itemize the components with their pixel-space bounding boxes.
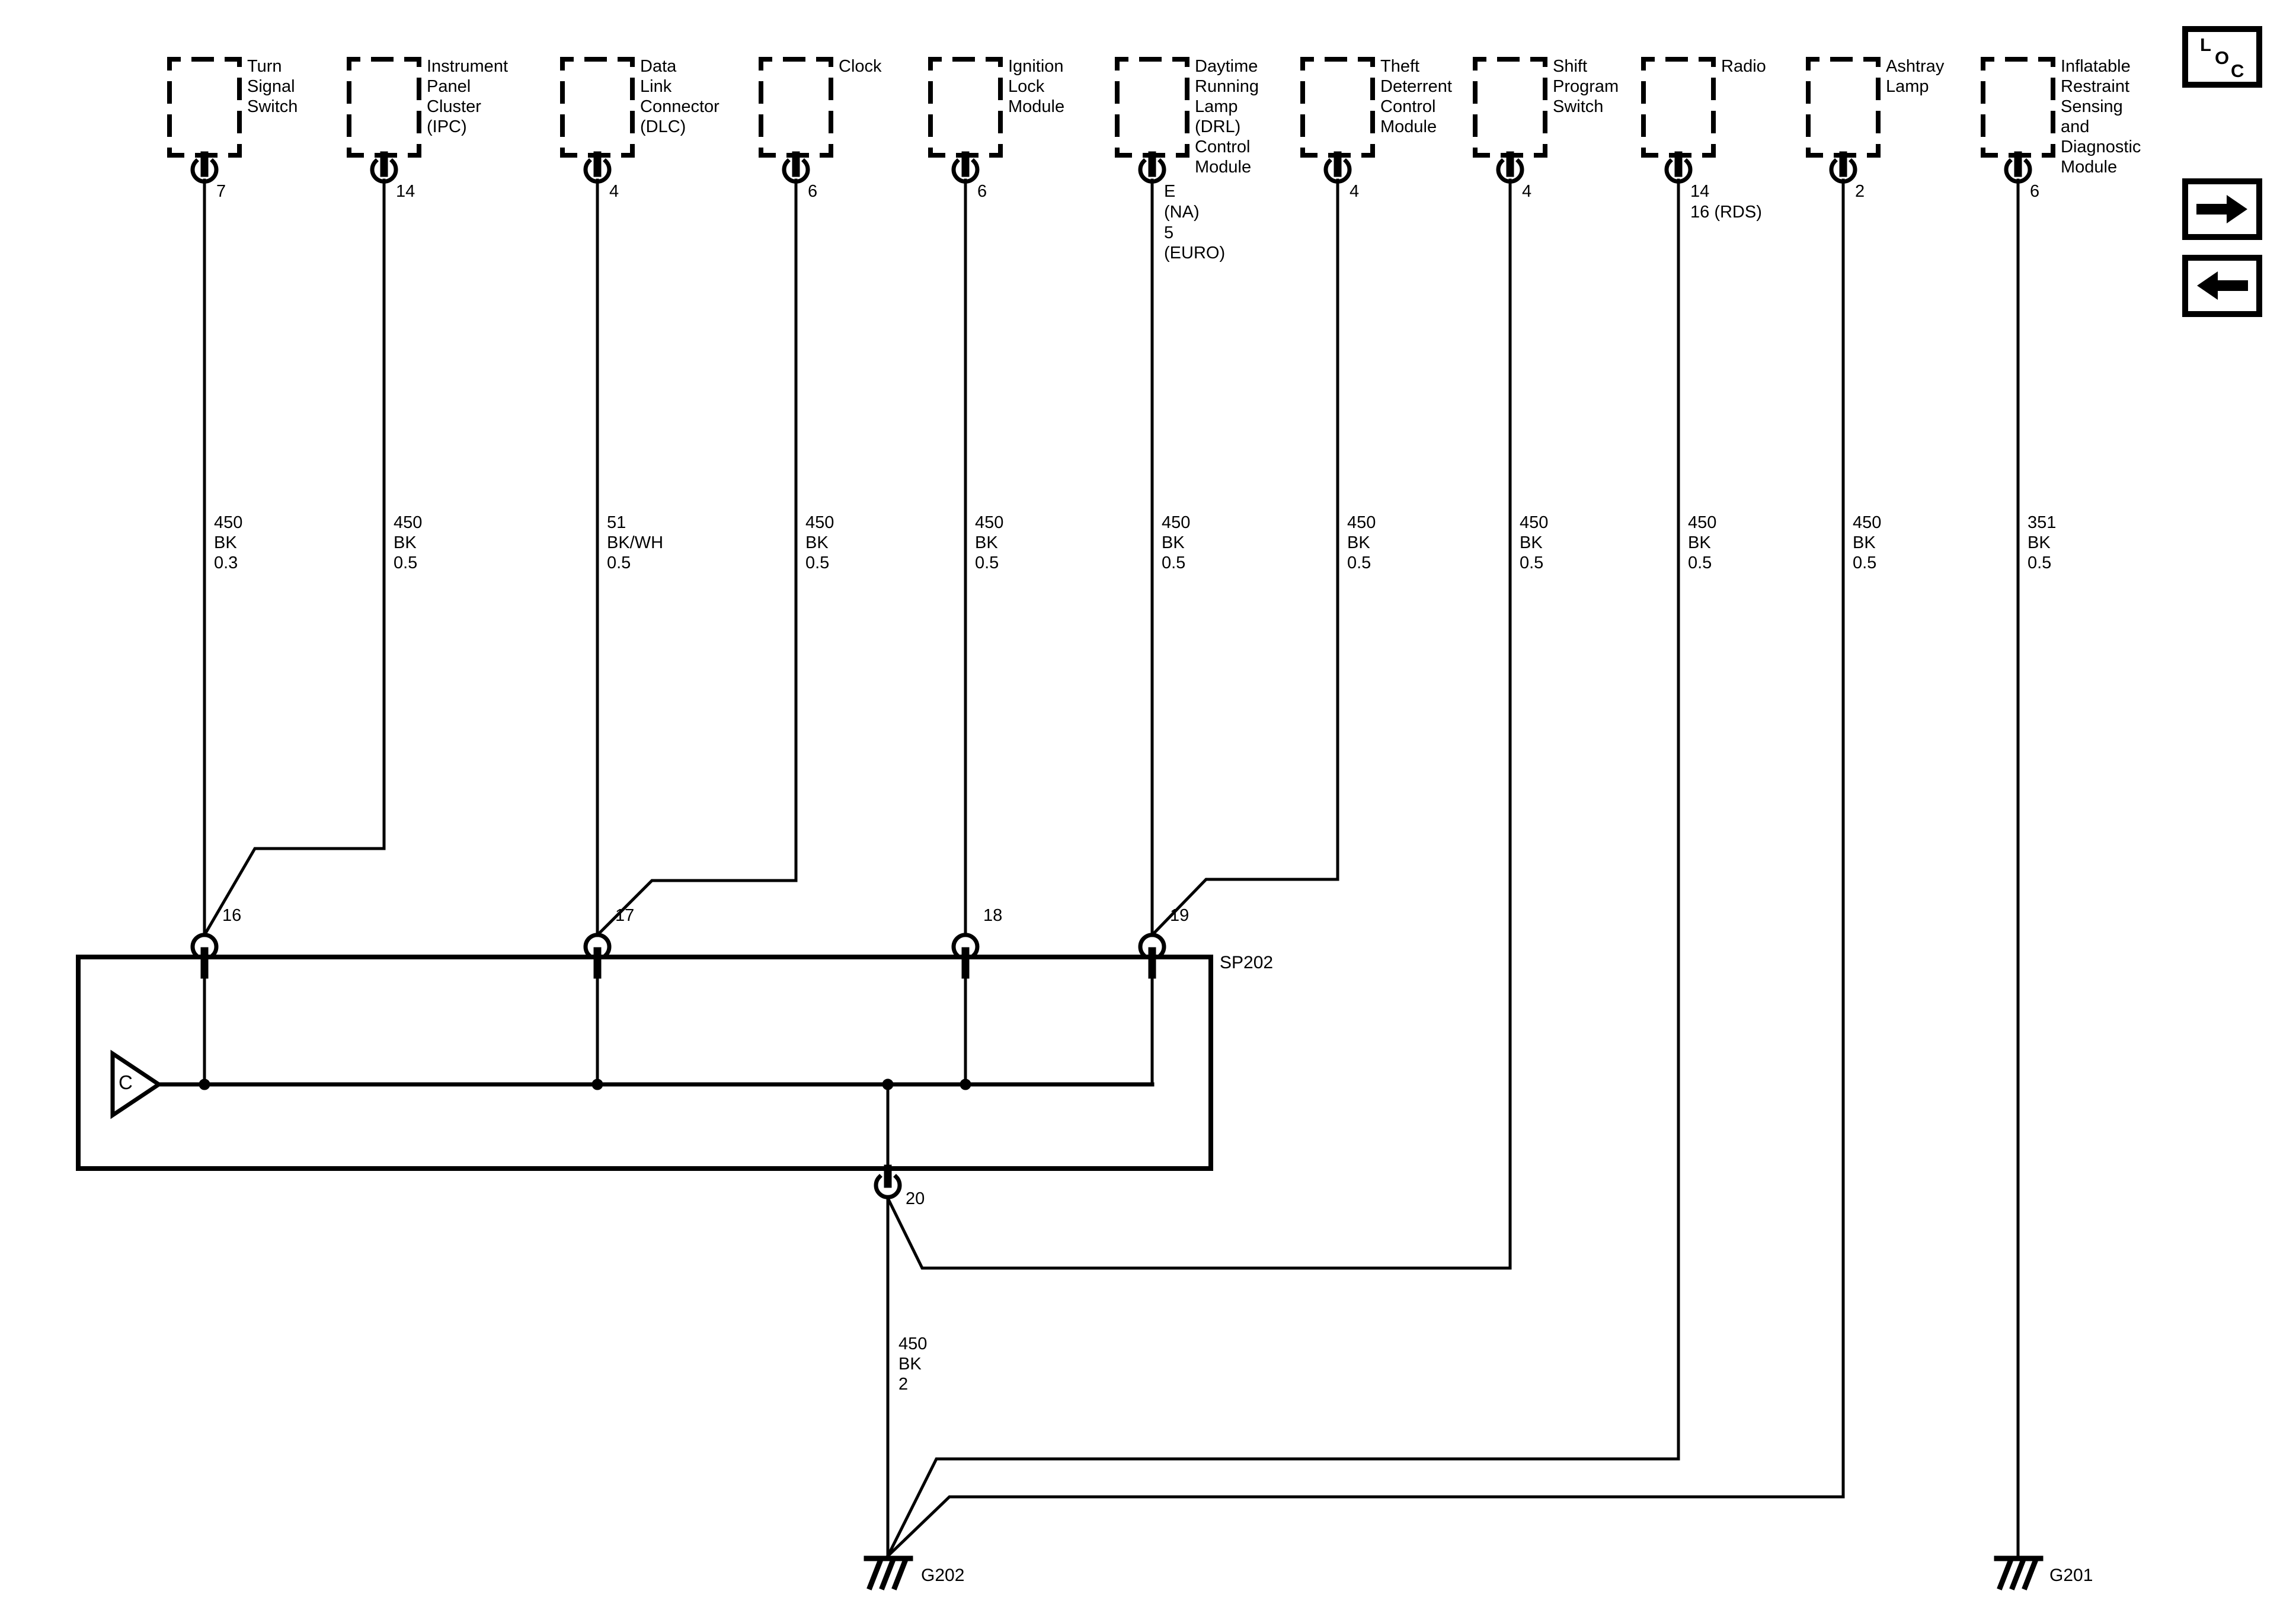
component-box-instrument-panel-cluster: [347, 57, 421, 184]
nav-forward-button[interactable]: [2182, 178, 2262, 240]
component-box-inflatable-restraint-module: [1981, 57, 2055, 184]
component-box-shift-program-switch: [1473, 57, 1547, 184]
component-label: Instrument Panel Cluster (IPC): [427, 57, 508, 136]
pin-label: 4: [609, 182, 619, 201]
component-label: Clock: [839, 57, 882, 76]
wire-runs: [202, 178, 2020, 1560]
component-box-turn-signal-switch: [167, 57, 242, 184]
component-label: Theft Deterrent Control Module: [1380, 57, 1452, 136]
nav-back-button[interactable]: [2182, 255, 2262, 317]
ground-icon-g201: [1994, 1555, 2044, 1590]
wire-ashtray-lamp: [885, 178, 1845, 1558]
splice-block-sp202: [76, 933, 1213, 1199]
splice-pin-label: 19: [1170, 906, 1189, 925]
wire-label: 450 BK 0.5: [1347, 513, 1376, 572]
splice-pin-label: 16: [222, 906, 242, 925]
wire-radio: [885, 178, 1680, 1558]
pin-label: E (NA) 5 (EURO): [1164, 182, 1226, 263]
component-box-theft-deterrent-module: [1300, 57, 1375, 184]
splice-terminal-icon: [951, 933, 980, 958]
wire-label: 450 BK 0.5: [1520, 513, 1549, 572]
component-box-ignition-lock-module: [928, 57, 1003, 184]
pin-label: 14 16 (RDS): [1690, 182, 1762, 222]
wire-label: 450 BK 0.5: [394, 513, 423, 572]
wire-label: 450 BK 0.5: [975, 513, 1004, 572]
junction-dot: [882, 1078, 894, 1090]
splice-pin-label: 17: [615, 906, 635, 925]
pin-label: 6: [977, 182, 987, 201]
wire-label: 450 BK 0.5: [1162, 513, 1191, 572]
wire-shift-program: [885, 178, 1512, 1270]
splice-terminal-icon: [874, 1174, 902, 1199]
wire-ipc: [202, 178, 386, 937]
pin-label: 6: [2030, 182, 2040, 201]
wire-theft-deterrent: [1150, 178, 1339, 937]
component-box-data-link-connector: [560, 57, 635, 184]
pin-label: 14: [396, 182, 415, 201]
component-label: Turn Signal Switch: [247, 57, 298, 116]
component-label: Radio: [1721, 57, 1766, 76]
pin-label: 4: [1350, 182, 1360, 201]
ground-label-g202: G202: [921, 1566, 965, 1585]
splice-pin-label: 20: [906, 1189, 925, 1208]
pin-label: 4: [1522, 182, 1532, 201]
component-box-ashtray-lamp: [1806, 57, 1881, 184]
component-label: Ignition Lock Module: [1008, 57, 1065, 116]
loc-letter-c: C: [2231, 60, 2244, 81]
loc-letter-l: L: [2200, 34, 2211, 55]
component-box-clock: [759, 57, 833, 184]
junction-dot: [591, 1078, 603, 1090]
component-label: Daytime Running Lamp (DRL) Control Modul…: [1195, 57, 1259, 177]
component-label: Data Link Connector (DLC): [640, 57, 720, 136]
wire-label: 450 BK 0.5: [1853, 513, 1882, 572]
splice-box: [76, 955, 1213, 1171]
junction-dot: [960, 1078, 971, 1090]
ground-icon-g202: [864, 1555, 913, 1590]
wire-label: 450 BK 0.3: [214, 513, 243, 572]
splice-id-label: SP202: [1220, 953, 1274, 972]
ground-label-g201: G201: [2049, 1566, 2093, 1585]
wire-label: 351 BK 0.5: [2028, 513, 2057, 572]
component-label: Shift Program Switch: [1553, 57, 1619, 116]
inline-connector-icon: [110, 1049, 163, 1119]
splice-terminal-icon: [1138, 933, 1166, 958]
junction-dot: [199, 1078, 210, 1090]
wire-label: 450 BK 0.5: [805, 513, 834, 572]
arrow-left-icon: [2197, 271, 2248, 300]
splice-terminal-icon: [190, 933, 219, 958]
loc-letter-o: O: [2215, 47, 2230, 68]
wire-label: 450 BK 2: [898, 1334, 928, 1394]
loc-indicator-box[interactable]: [2182, 26, 2262, 88]
pin-label: 6: [808, 182, 818, 201]
wire-label: 450 BK 0.5: [1688, 513, 1717, 572]
splice-terminal-icon: [583, 933, 612, 958]
pin-label: 7: [216, 182, 226, 201]
inline-connector-label: C: [119, 1071, 133, 1093]
wire-clock: [595, 178, 798, 937]
arrow-right-icon: [2196, 195, 2247, 223]
pin-label: 2: [1855, 182, 1865, 201]
component-label: Ashtray Lamp: [1886, 57, 1945, 96]
component-label: Inflatable Restraint Sensing and Diagnos…: [2061, 57, 2141, 177]
wire-label: 51 BK/WH 0.5: [607, 513, 664, 572]
splice-pin-label: 18: [983, 906, 1003, 925]
component-box-radio: [1641, 57, 1716, 184]
component-box-drl-control-module: [1115, 57, 1189, 184]
